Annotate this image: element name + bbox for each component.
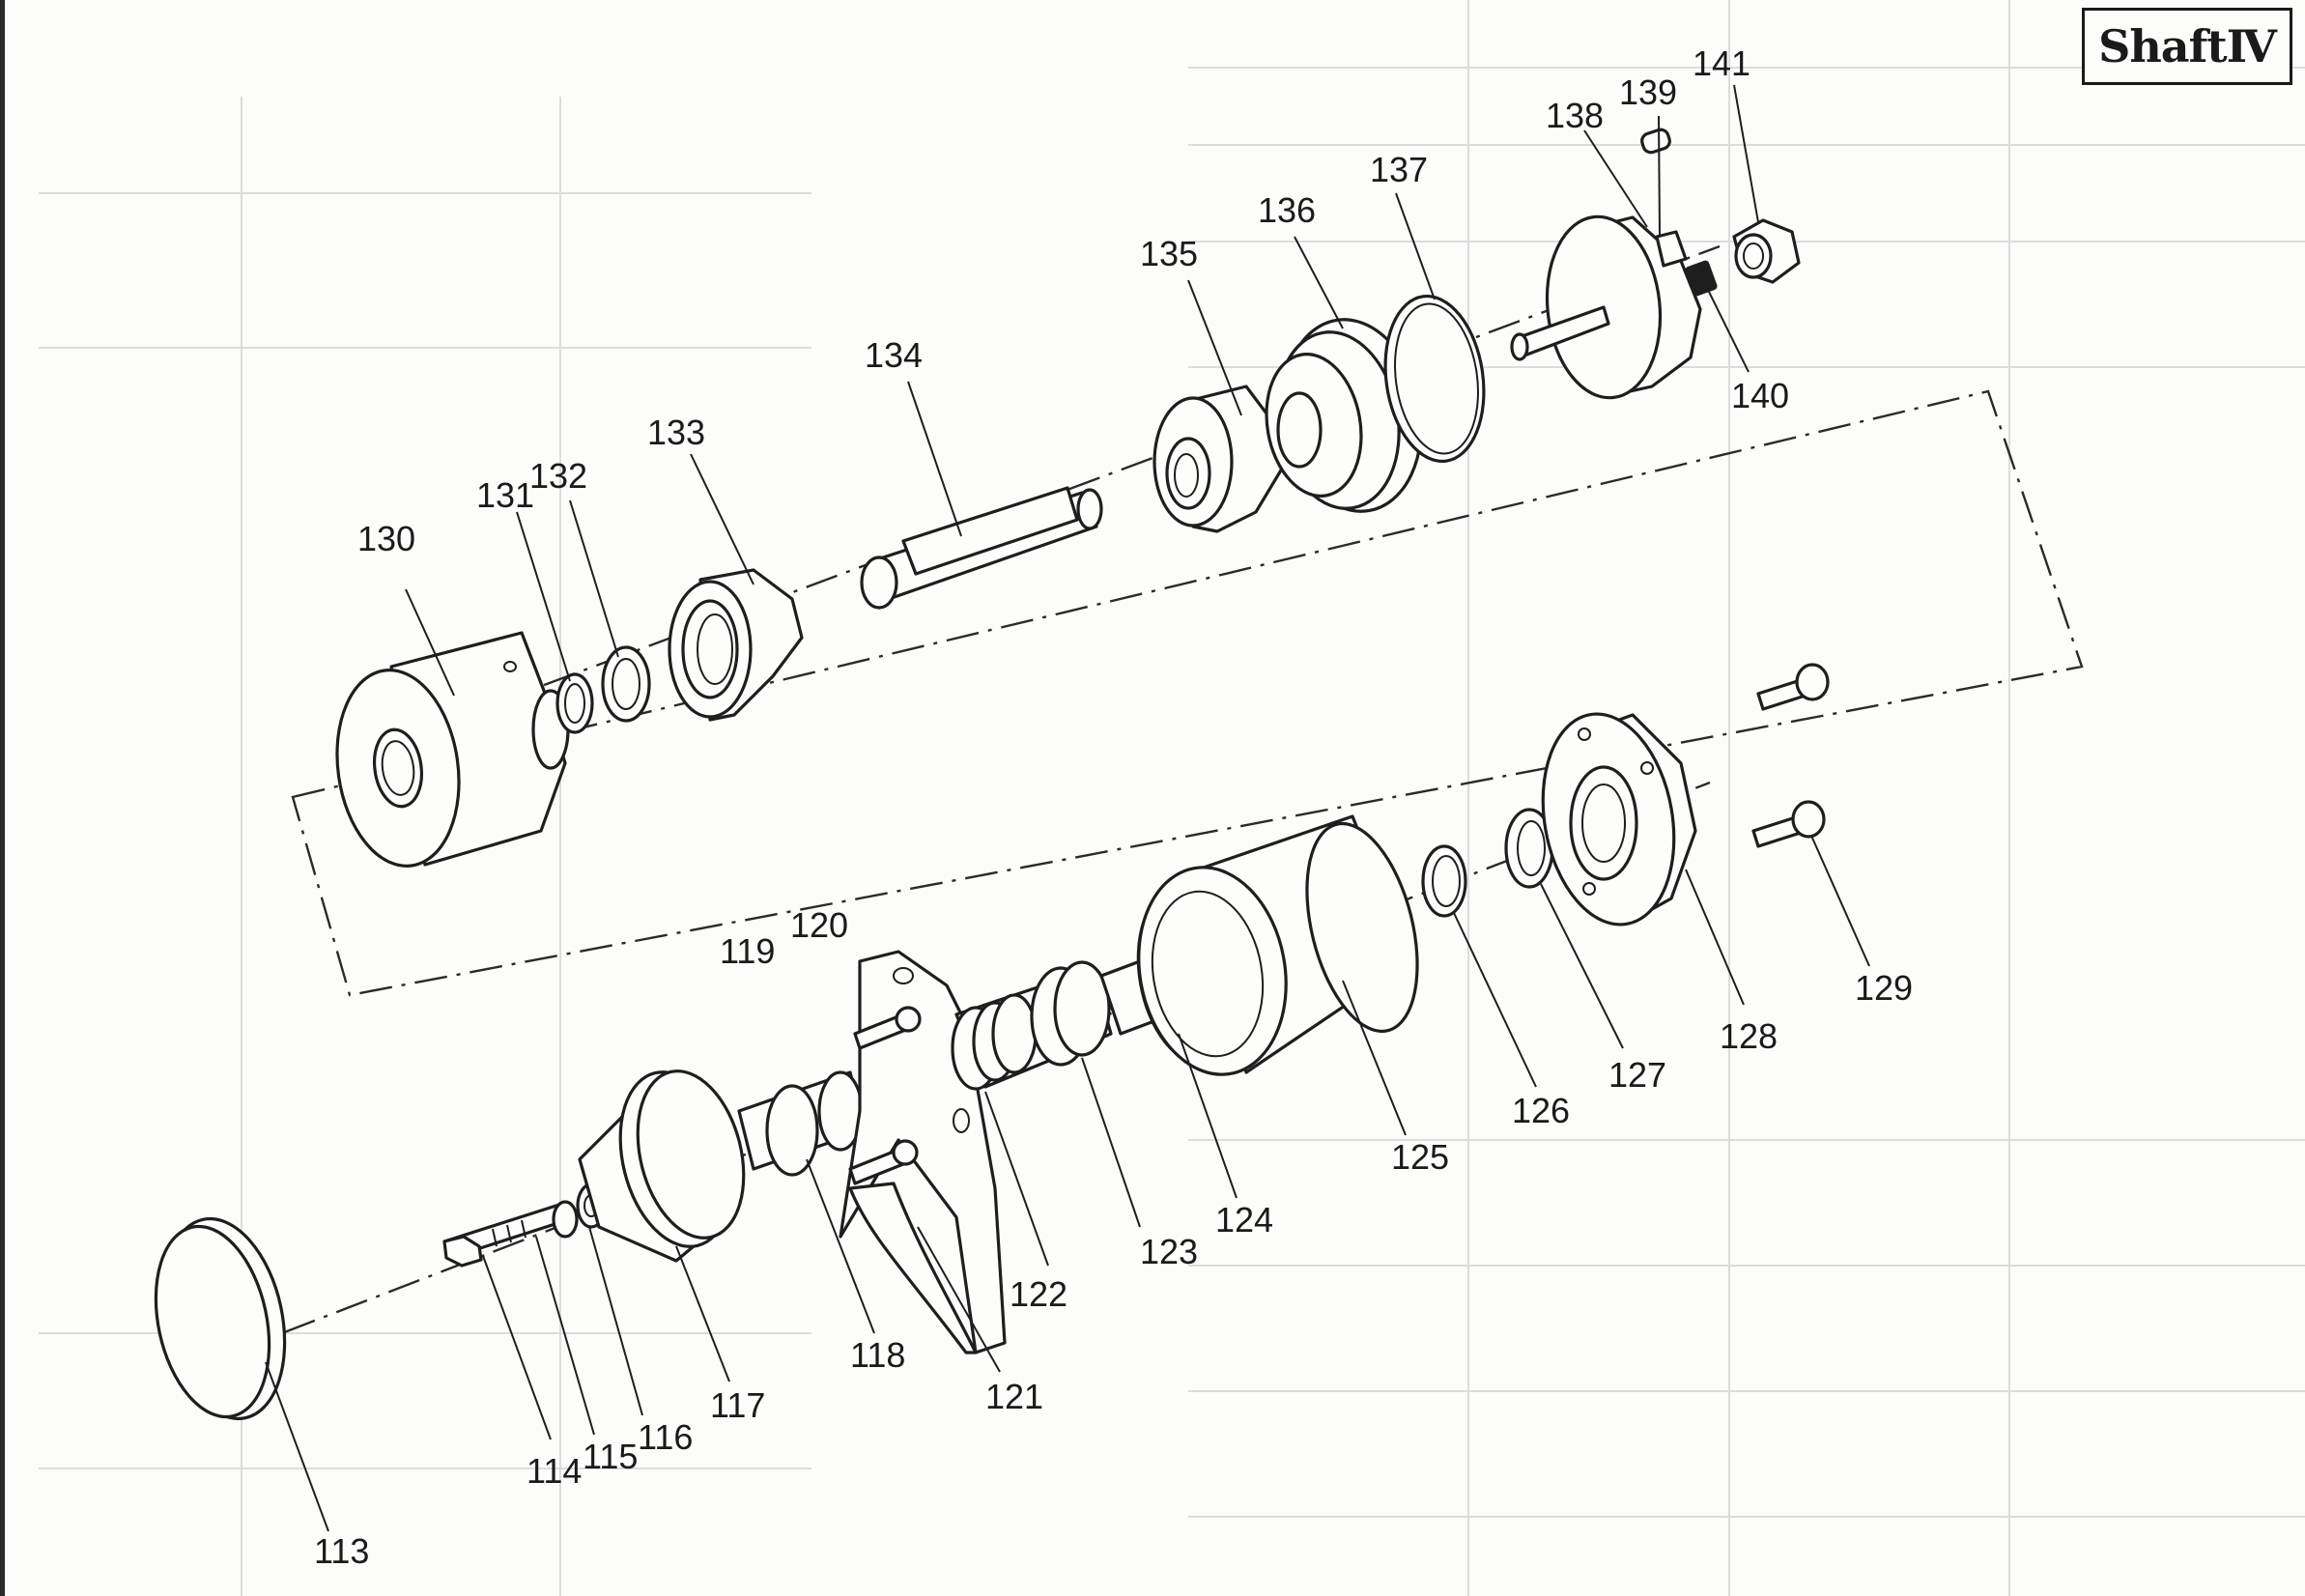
sheet-border <box>0 0 5 1596</box>
part-117-cone <box>578 1069 746 1263</box>
part-138-end-cap <box>1510 214 1702 400</box>
part-123-spacer <box>1030 960 1113 1067</box>
label-137: 137 <box>1370 150 1428 189</box>
part-126-ring <box>1421 844 1467 918</box>
part-119-screws <box>848 1006 922 1185</box>
label-118: 118 <box>850 1335 905 1375</box>
label-139: 139 <box>1619 72 1677 112</box>
part-114-threaded-rod <box>442 1201 572 1268</box>
part-118-collar <box>737 1070 867 1177</box>
label-135: 135 <box>1140 234 1198 273</box>
label-129: 129 <box>1855 968 1913 1008</box>
part-140-setscrew <box>1685 260 1718 297</box>
page-title: ShaftⅣ <box>2098 20 2277 72</box>
callout-labels: 130 131 132 133 134 135 136 137 138 139 … <box>314 43 1913 1571</box>
label-134: 134 <box>865 335 923 375</box>
label-140: 140 <box>1731 376 1789 415</box>
label-114: 114 <box>526 1451 582 1491</box>
label-136: 136 <box>1258 190 1316 230</box>
label-124: 124 <box>1215 1200 1273 1240</box>
part-113-cover-disc <box>154 1216 287 1421</box>
part-115-washer <box>552 1200 579 1239</box>
label-116: 116 <box>638 1417 693 1457</box>
label-127: 127 <box>1608 1055 1666 1095</box>
leader-lines <box>265 84 1870 1532</box>
label-125: 125 <box>1391 1137 1449 1177</box>
part-128-bearing-flange <box>1541 712 1697 926</box>
background-table-ghost <box>39 0 2305 1596</box>
part-141-nut <box>1732 218 1801 284</box>
part-134-shaft <box>860 486 1103 610</box>
label-130: 130 <box>357 519 415 558</box>
label-121: 121 <box>985 1377 1043 1416</box>
label-133: 133 <box>647 413 705 452</box>
label-132: 132 <box>529 456 587 496</box>
label-123: 123 <box>1140 1232 1198 1271</box>
part-131-ring <box>555 672 594 734</box>
label-128: 128 <box>1720 1016 1778 1056</box>
label-122: 122 <box>1010 1274 1067 1314</box>
part-125-drum <box>1137 814 1419 1076</box>
assembly-enclosure <box>291 389 2084 997</box>
title-box: ShaftⅣ <box>2082 8 2292 85</box>
part-139-pin <box>1640 128 1671 155</box>
label-119: 119 <box>720 931 775 971</box>
label-138: 138 <box>1546 96 1604 135</box>
part-137-oring <box>1383 294 1486 464</box>
part-130-cone-housing <box>335 631 570 868</box>
part-133-bearing <box>668 568 804 722</box>
part-129-screws <box>1751 663 1830 848</box>
label-115: 115 <box>583 1437 638 1476</box>
label-141: 141 <box>1693 43 1750 83</box>
label-117: 117 <box>710 1385 765 1425</box>
label-126: 126 <box>1512 1091 1570 1130</box>
part-135-hub <box>1152 385 1287 533</box>
part-121-fork <box>848 1182 978 1354</box>
label-113: 113 <box>314 1531 369 1571</box>
label-120: 120 <box>790 905 848 945</box>
part-132-washer <box>601 645 651 723</box>
label-131: 131 <box>476 475 534 515</box>
